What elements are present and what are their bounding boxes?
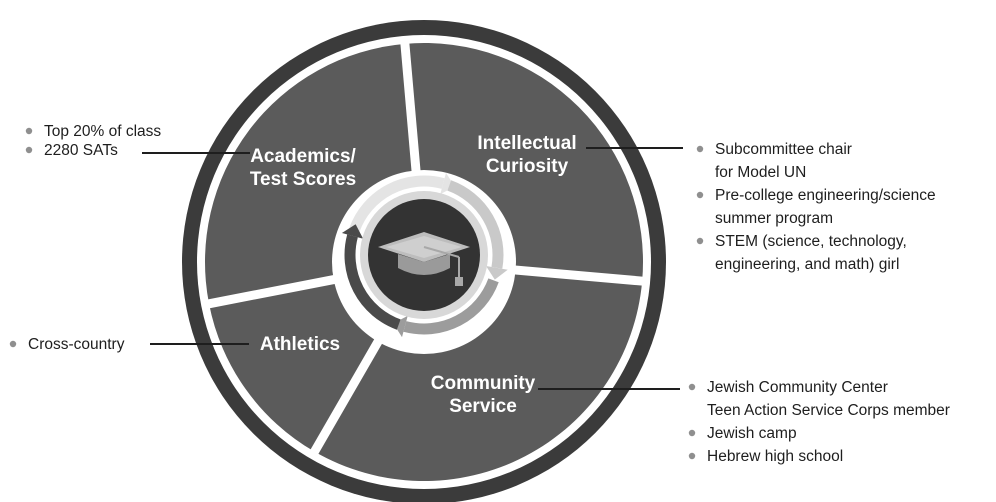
segment-label-community: Service bbox=[449, 396, 517, 417]
bullet-dot bbox=[9, 340, 17, 348]
graduation-cap-icon bbox=[378, 232, 470, 286]
bullet-dot bbox=[696, 191, 704, 199]
bullet-text-community: Hebrew high school bbox=[707, 448, 843, 465]
cycle-arrow-head bbox=[486, 265, 508, 280]
segment-label-academics: Test Scores bbox=[250, 169, 356, 190]
segment-label-community: Community bbox=[431, 373, 536, 394]
segment-separator bbox=[204, 273, 343, 309]
cycle-arrow-head bbox=[440, 172, 455, 195]
segment-community bbox=[314, 269, 643, 481]
cycle-arrow-head bbox=[393, 315, 408, 338]
bullet-text-athletics: Cross-country bbox=[28, 336, 125, 353]
bullet-dot bbox=[25, 146, 33, 154]
segment-label-athletics: Athletics bbox=[260, 334, 340, 355]
segment-intellectual bbox=[404, 43, 643, 282]
segment-separator bbox=[507, 264, 647, 286]
bullet-text-intellectual: STEM (science, technology, bbox=[715, 233, 907, 250]
segment-label-intellectual: Intellectual bbox=[477, 133, 576, 154]
segment-label-academics: Academics/ bbox=[250, 146, 356, 167]
cycle-arrow-arc bbox=[447, 180, 504, 269]
bullet-lists: Top 20% of class 2280 SATs Subcommittee ch… bbox=[9, 123, 950, 465]
bullet-text-academics: Top 20% of class bbox=[44, 123, 161, 140]
bullet-text-community: Teen Action Service Corps member bbox=[707, 402, 950, 419]
bullet-text-intellectual: Subcommittee chair bbox=[715, 141, 852, 158]
segments-group bbox=[204, 39, 647, 481]
bullet-text-intellectual: Pre-college engineering/science bbox=[715, 187, 936, 204]
bullet-text-intellectual: engineering, and math) girl bbox=[715, 256, 899, 273]
bullet-text-intellectual: summer program bbox=[715, 210, 833, 227]
bullet-text-academics: 2280 SATs bbox=[44, 142, 118, 159]
connectors bbox=[142, 147, 683, 390]
bullet-text-community: Jewish Community Center bbox=[707, 379, 888, 396]
cycle-arrows bbox=[341, 172, 508, 338]
segment-labels: Academics/Test Scores IntellectualCuriosi… bbox=[250, 133, 577, 417]
bullet-dot bbox=[688, 429, 696, 437]
bullet-dot bbox=[688, 452, 696, 460]
bullet-dot bbox=[696, 237, 704, 245]
bullet-dot bbox=[688, 383, 696, 391]
segment-label-intellectual: Curiosity bbox=[486, 156, 569, 177]
cycle-arrow-arc bbox=[344, 234, 401, 330]
bullet-text-community: Jewish camp bbox=[707, 425, 797, 442]
cycle-arrow-arc bbox=[403, 278, 499, 335]
bullet-dot bbox=[696, 145, 704, 153]
cycle-arrow-arc bbox=[349, 175, 445, 232]
segment-academics bbox=[205, 43, 417, 304]
bullet-text-intellectual: for Model UN bbox=[715, 164, 806, 181]
segment-separator bbox=[308, 332, 386, 458]
cycle-arrow-head bbox=[341, 224, 364, 239]
segment-separator bbox=[400, 39, 422, 179]
bullet-dot bbox=[25, 127, 33, 135]
